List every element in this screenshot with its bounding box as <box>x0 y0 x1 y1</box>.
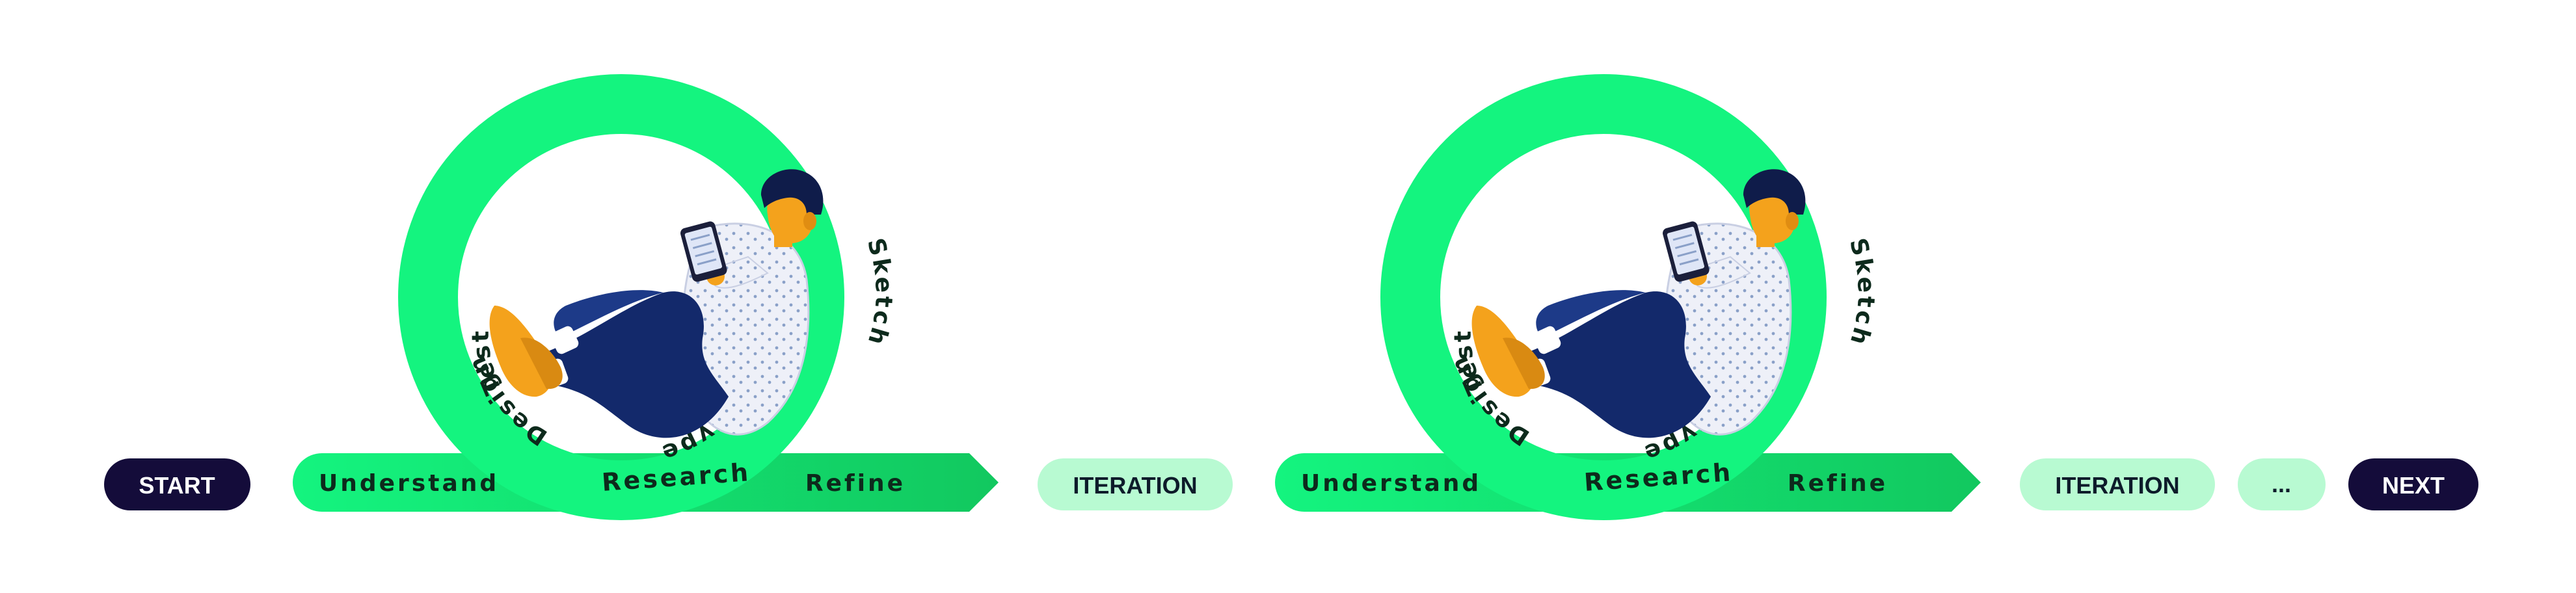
iteration-pill-2: ITERATION <box>2020 458 2215 510</box>
start-pill: START <box>104 458 250 510</box>
phase-label-refine: Refine <box>805 470 906 497</box>
cycle-1: Understand Research Refine Test Prototyp… <box>293 74 999 520</box>
svg-text:Sketch: Sketch <box>862 235 897 350</box>
ring-label-sketch: Sketch <box>1844 235 1877 350</box>
cycle-ring <box>398 74 844 520</box>
svg-text:Sketch: Sketch <box>1844 235 1879 350</box>
person-reading-tablet-illustration <box>489 168 824 439</box>
iteration-label-1: ITERATION <box>1073 472 1197 499</box>
phase-label-refine: Refine <box>1788 470 1888 497</box>
cycle-ring <box>1380 74 1827 520</box>
next-label: NEXT <box>2382 472 2445 499</box>
person-reading-tablet-illustration <box>1471 168 1806 439</box>
iteration-label-2: ITERATION <box>2055 472 2179 499</box>
start-label: START <box>139 472 215 499</box>
phase-label-understand: Understand <box>319 470 499 497</box>
ring-label-sketch: Sketch <box>862 235 894 350</box>
cycle-2: Understand Research Refine Test Prototyp… <box>1275 74 1981 520</box>
iteration-pill-1: ITERATION <box>1038 458 1233 510</box>
phase-label-understand: Understand <box>1301 470 1481 497</box>
ellipsis-label: ... <box>2272 471 2291 497</box>
next-pill: NEXT <box>2348 458 2478 510</box>
ellipsis-pill: ... <box>2238 458 2326 510</box>
